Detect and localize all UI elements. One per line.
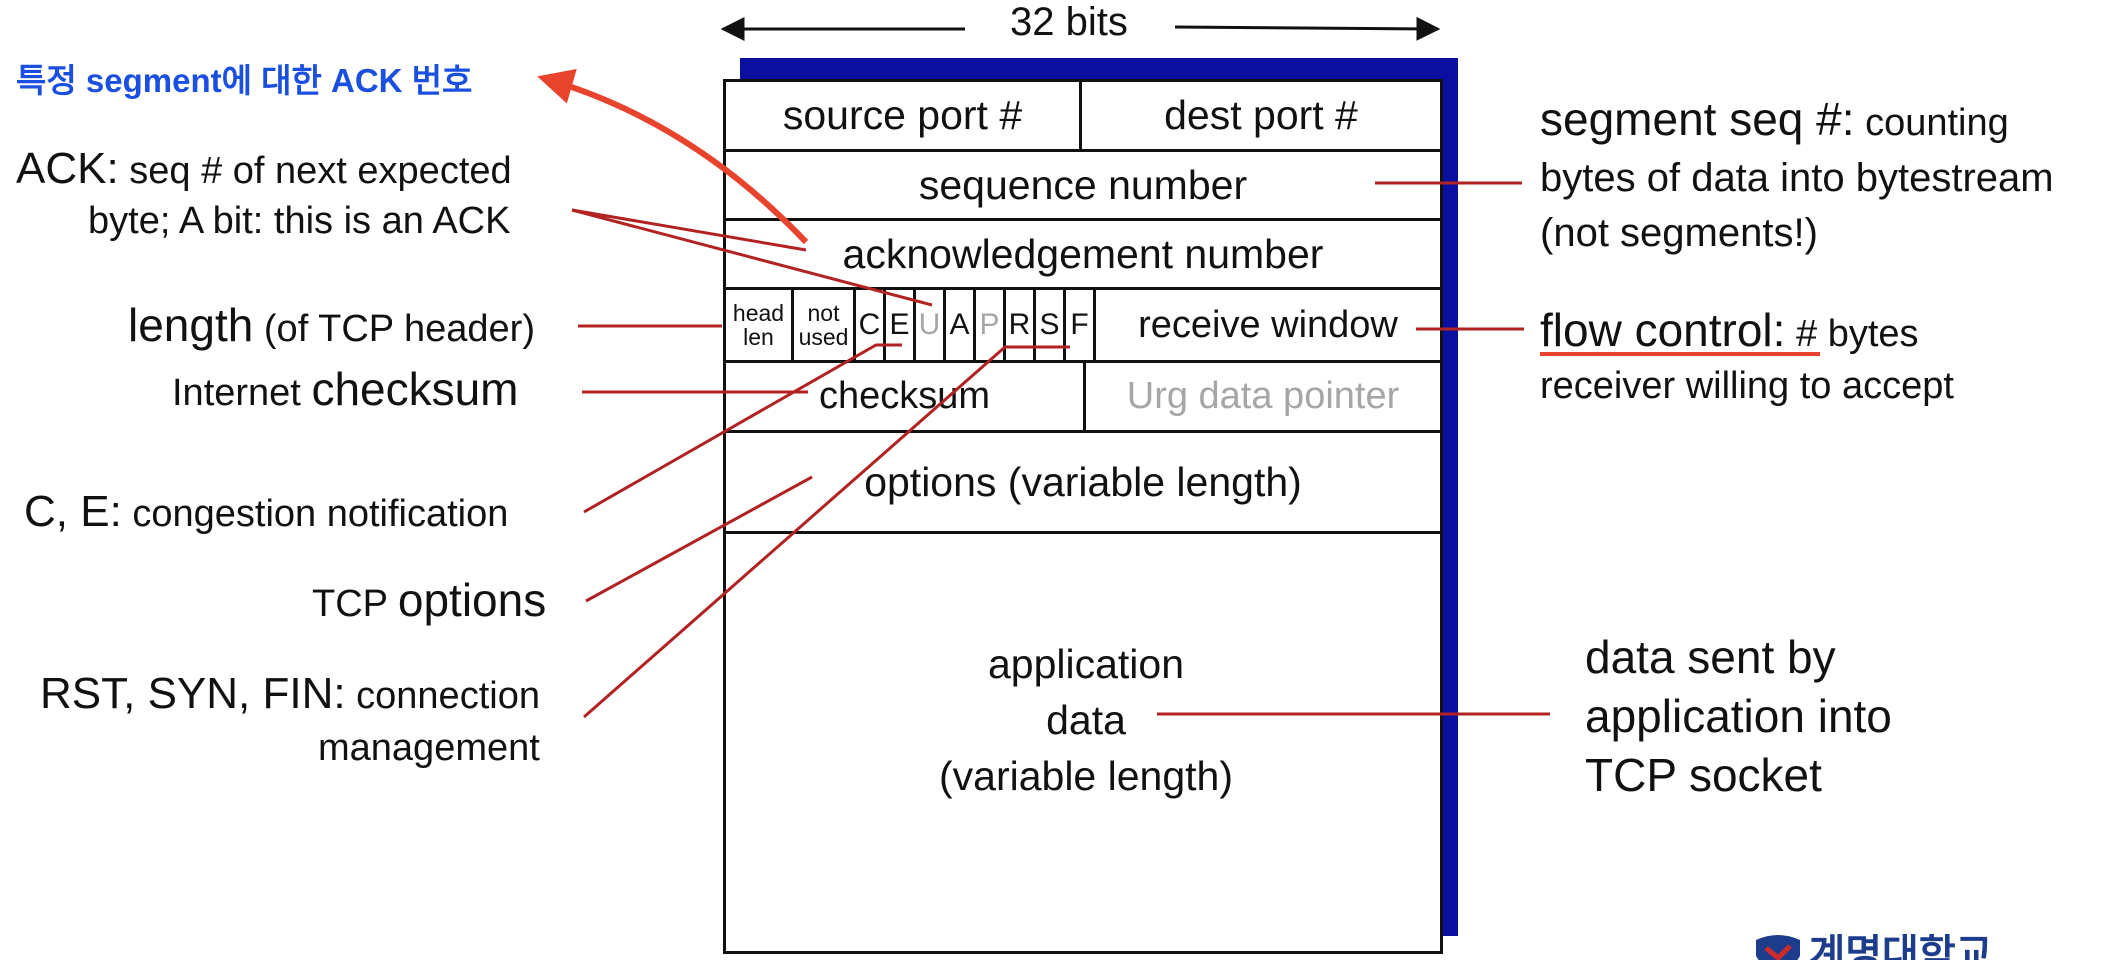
seq-desc-2: bytes of data into bytestream (1540, 156, 2054, 200)
rsf-line-1: RST, SYN, FIN: connection (40, 668, 540, 722)
ack-desc-1: seq # of next expected (129, 150, 512, 192)
options-annotation: TCP options (312, 573, 546, 627)
checksum-term: checksum (311, 363, 519, 415)
flag-p: P (976, 290, 1006, 360)
app-data-line-3: (variable length) (939, 753, 1233, 799)
ce-desc: congestion notification (132, 493, 509, 535)
head-len-2: len (743, 324, 774, 350)
field-checksum: checksum (726, 363, 1086, 430)
korean-ack-note: 특정 segment에 대한 ACK 번호 (16, 62, 473, 99)
seq-annotation: segment seq #: counting bytes of data in… (1540, 92, 2054, 261)
not-used-1: not (807, 300, 840, 326)
rsf-term: RST, SYN, FIN: (40, 669, 346, 718)
row-ports: source port # dest port # (726, 82, 1440, 152)
seq-term: segment seq #: (1540, 93, 1855, 145)
shield-icon (1756, 935, 1800, 960)
flag-c: C (856, 290, 886, 360)
tcp-segment-header: source port # dest port # sequence numbe… (723, 79, 1443, 954)
ack-line-to-a-bit (571, 208, 933, 307)
length-annotation: length (of TCP header) (128, 298, 535, 352)
options-pre: TCP (312, 583, 388, 625)
options-text: options (variable length) (864, 458, 1302, 505)
ack-number-text: acknowledgement number (842, 230, 1324, 277)
data-annotation: data sent by application into TCP socket (1585, 628, 1892, 805)
flow-desc-1: # bytes (1796, 313, 1919, 355)
flag-r: R (1006, 290, 1036, 360)
flag-s: S (1036, 290, 1066, 360)
field-urg-pointer: Urg data pointer (1126, 375, 1400, 417)
university-logo: 계명대학교 (1752, 934, 1992, 960)
seq-desc-3: (not segments!) (1540, 211, 1818, 255)
sequence-number-text: sequence number (918, 161, 1248, 208)
field-options: options (variable length) (726, 433, 1440, 534)
ce-line (583, 343, 902, 514)
data-line-3: TCP socket (1585, 749, 1822, 801)
checksum-pre: Internet (172, 372, 301, 414)
field-receive-window: receive window (1138, 303, 1398, 346)
app-data-line-1: application (987, 641, 1185, 687)
flag-f: F (1066, 290, 1096, 360)
field-dest-port: dest port # (1164, 92, 1358, 138)
data-line-1: data sent by (1585, 631, 1836, 683)
head-len-1: head (732, 300, 785, 326)
rsf-annotation: RST, SYN, FIN: connection management (40, 668, 540, 774)
options-line (585, 475, 813, 603)
width-label: 32 bits (1010, 0, 1128, 44)
field-head-len: head len (726, 290, 794, 360)
length-term: length (128, 299, 254, 351)
flag-a: A (946, 290, 976, 360)
row-checksum-urg: checksum Urg data pointer (726, 363, 1440, 433)
logo-text: 계명대학교 (1808, 934, 1993, 960)
app-data-text: application data (variable length) (886, 636, 1286, 804)
checksum-annotation: Internet checksum (172, 362, 519, 416)
flag-u: U (916, 290, 946, 360)
field-sequence-number: sequence number (726, 152, 1440, 221)
ack-line-to-number (571, 208, 807, 252)
width-arrow-right (1174, 16, 1441, 41)
length-desc: (of TCP header) (263, 308, 535, 350)
row-flags-window: head len not used C E U A P R S F receiv… (726, 290, 1440, 363)
flow-term: flow control: (1540, 304, 1786, 356)
seq-desc-1: counting (1865, 102, 2009, 144)
field-ack-number: acknowledgement number (726, 221, 1440, 290)
app-data-line-2: data (1046, 697, 1126, 743)
ack-annotation: ACK: seq # of next expected byte; A bit:… (16, 144, 556, 246)
ack-term: ACK: (16, 144, 119, 193)
options-term: options (397, 574, 547, 626)
field-not-used: not used (794, 290, 856, 360)
seq-line-1: segment seq #: counting (1540, 92, 2054, 151)
data-line-2: application into (1585, 690, 1892, 742)
ack-annotation-line-1: ACK: seq # of next expected (16, 144, 556, 196)
flag-e: E (886, 290, 916, 360)
rsf-desc-2: management (318, 727, 540, 769)
field-application-data: application data (variable length) (726, 534, 1440, 951)
ce-annotation: C, E: congestion notification (24, 487, 508, 537)
field-source-port: source port # (726, 82, 1082, 149)
ack-desc-2: byte; A bit: this is an ACK (88, 200, 511, 242)
flow-desc-2: receiver willing to accept (1540, 365, 1954, 407)
rsf-line (583, 345, 1070, 719)
not-used-2: used (798, 324, 849, 350)
ack-highlight-arrow (537, 68, 809, 245)
flow-line-1: flow control: # bytes (1540, 304, 1954, 360)
ce-term: C, E: (24, 487, 122, 536)
rsf-desc-1: connection (356, 675, 540, 717)
flow-annotation: flow control: # bytes receiver willing t… (1540, 304, 1954, 412)
